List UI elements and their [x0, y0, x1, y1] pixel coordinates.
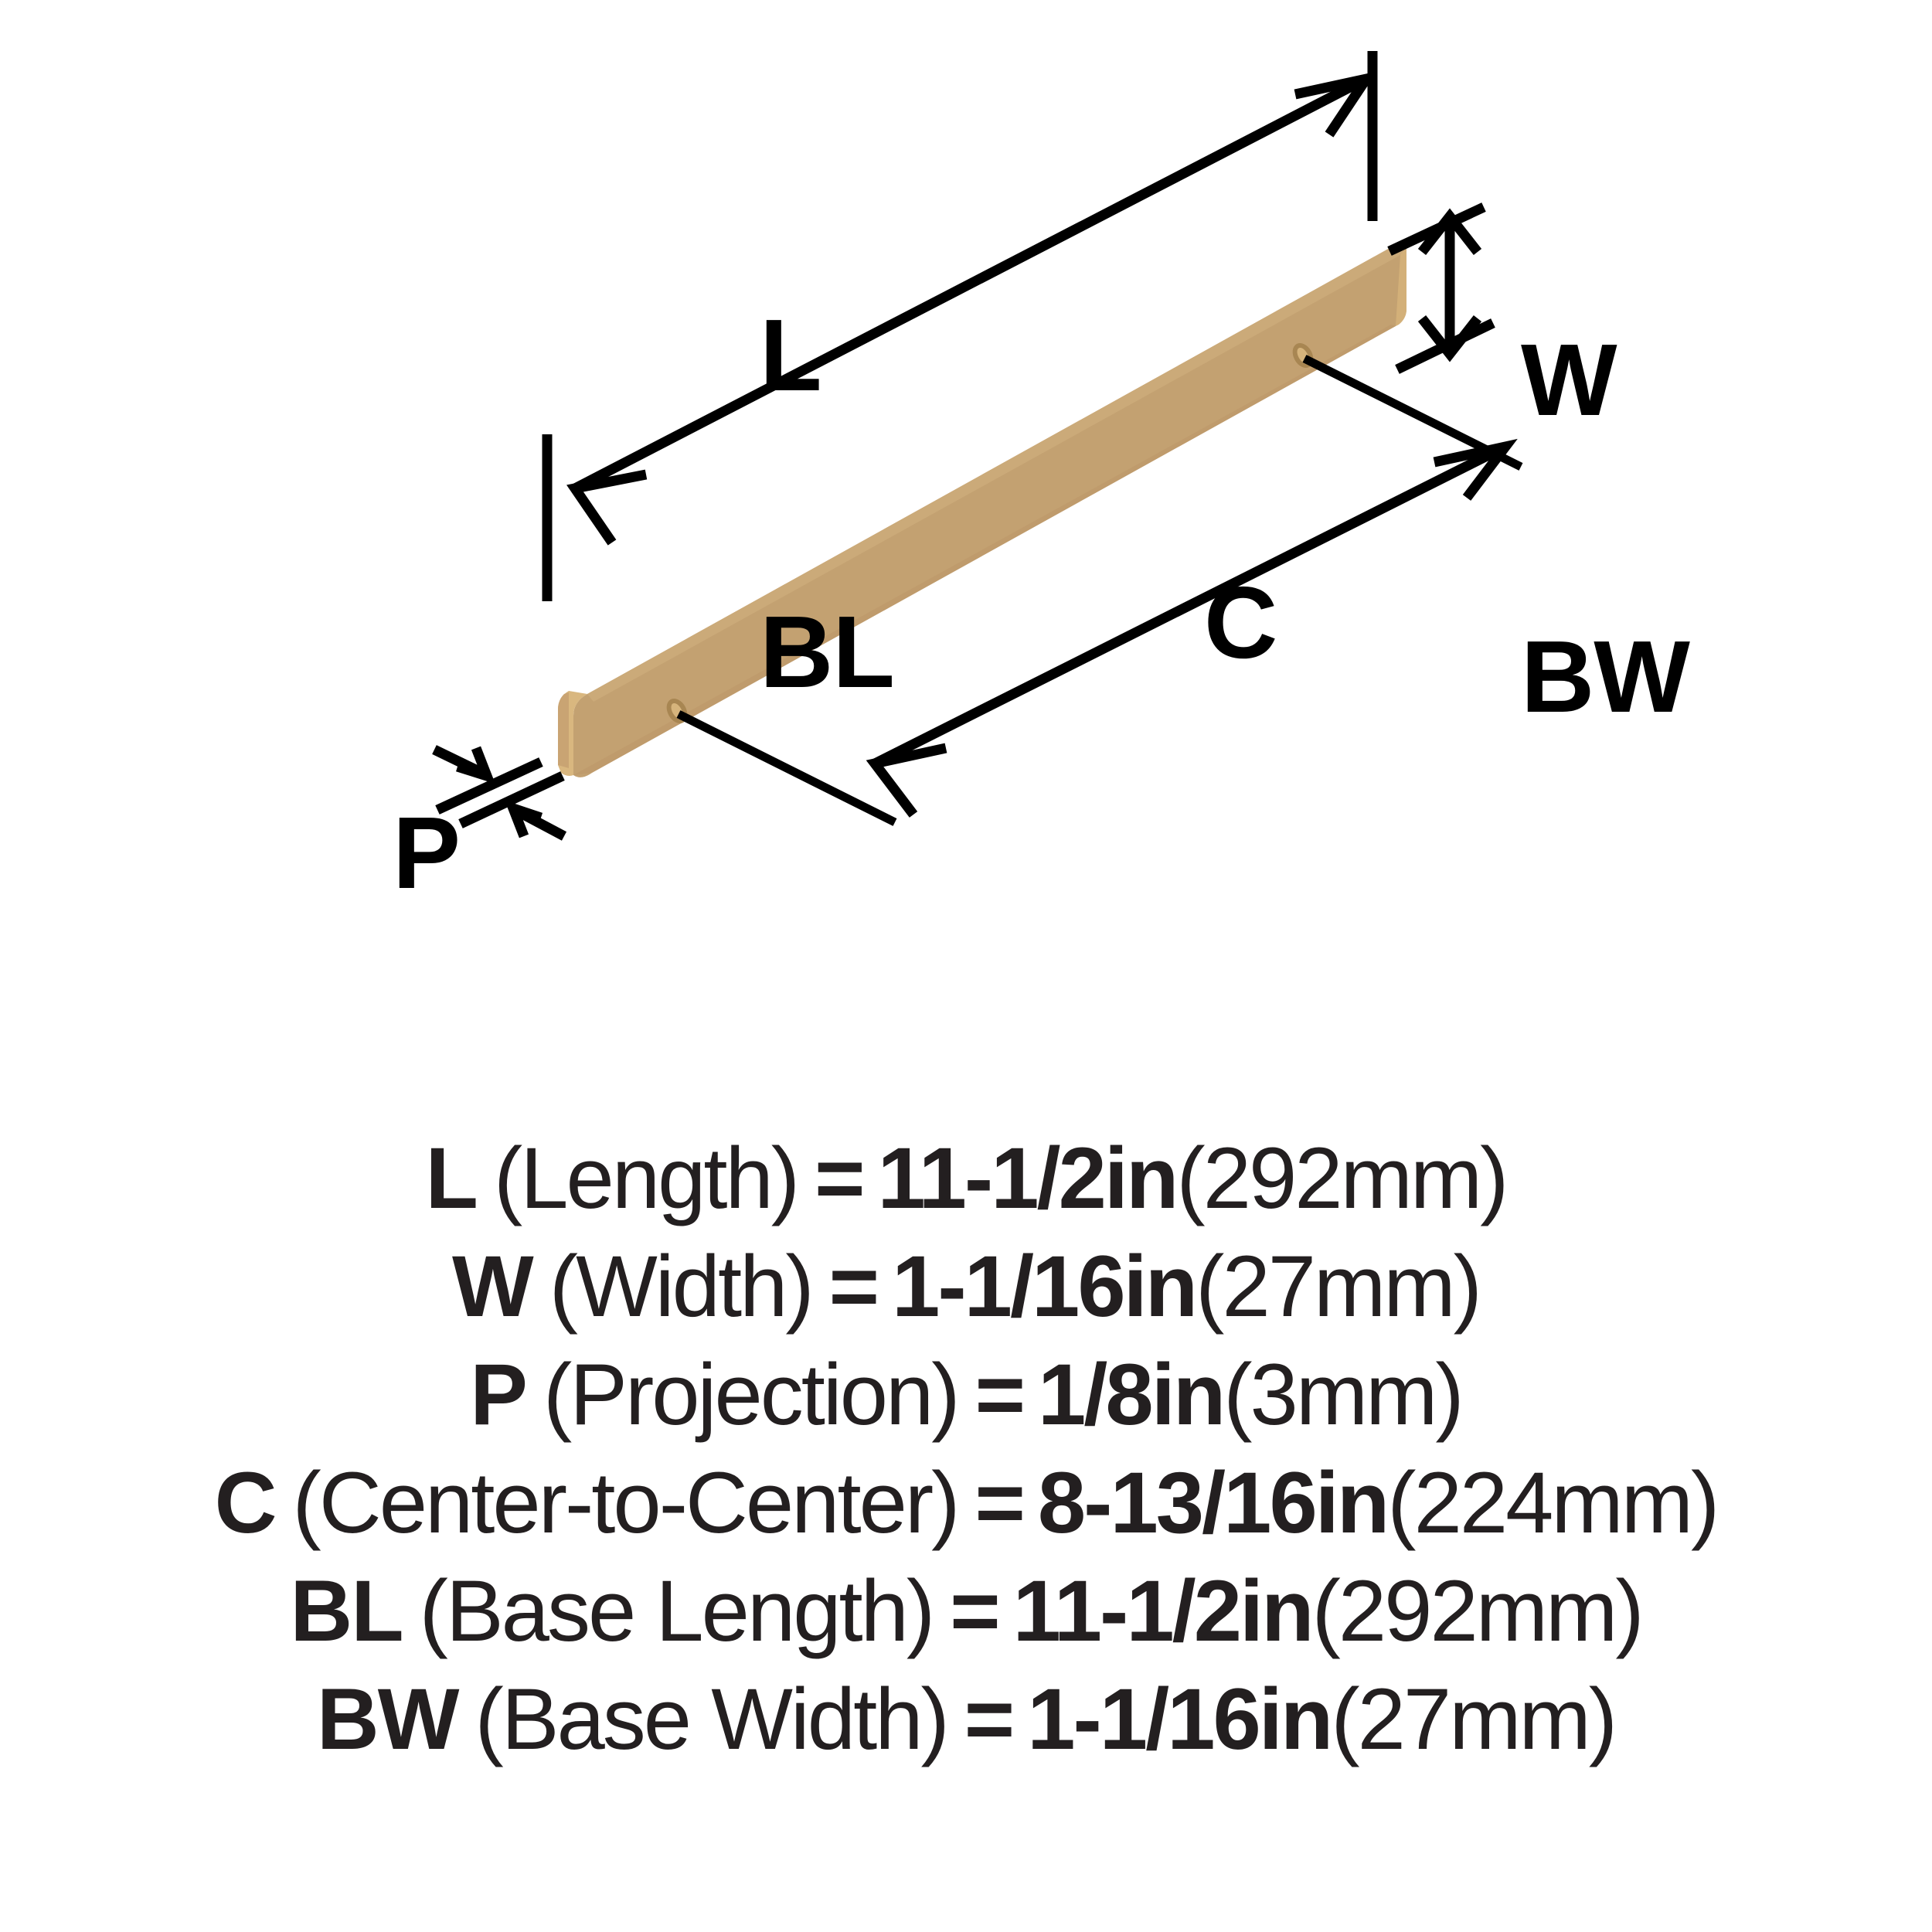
- label-length: L: [760, 298, 822, 413]
- legend-value-inches: 1-1/16in: [1027, 1671, 1333, 1767]
- legend-symbol: P: [470, 1346, 528, 1443]
- legend-description: (Base Width): [474, 1671, 950, 1767]
- projection-line-upper: [435, 757, 543, 815]
- legend-symbol: W: [452, 1238, 534, 1335]
- legend-row: L(Length)=11-1/2in(292mm): [425, 1124, 1509, 1233]
- label-center-to-center: C: [1204, 566, 1277, 679]
- legend-equals-sign: =: [964, 1671, 1015, 1767]
- legend-row: P(Projection)=1/8in(3mm): [470, 1341, 1464, 1449]
- legend-value-millimeters: (292mm): [1176, 1130, 1509, 1226]
- center-leader-left: [676, 710, 897, 826]
- legend-symbol: BW: [316, 1671, 460, 1767]
- projection-arrow-lower: [504, 800, 567, 841]
- legend-row: BW(Base Width)=1-1/16in(27mm): [316, 1665, 1617, 1774]
- label-base-length: BL: [760, 595, 895, 709]
- center-dimension-line: [872, 442, 1508, 768]
- legend-value-millimeters: (27mm): [1196, 1238, 1482, 1335]
- label-width: W: [1521, 323, 1617, 437]
- length-arrowhead-right: [1294, 71, 1378, 138]
- legend-equals-sign: =: [975, 1346, 1026, 1443]
- legend-value-millimeters: (27mm): [1331, 1671, 1617, 1767]
- width-arrowhead-top: [1417, 208, 1482, 256]
- dimension-legend: L(Length)=11-1/2in(292mm)W(Width)=1-1/16…: [0, 1124, 1932, 1774]
- label-length-baselength: L BL: [760, 108, 925, 900]
- width-dimension: [1387, 202, 1495, 374]
- bar-top-bevel: [587, 245, 1406, 702]
- legend-symbol: C: [214, 1454, 277, 1551]
- center-arrowhead-left: [866, 743, 947, 818]
- projection-line-lower: [458, 771, 565, 828]
- bar-bottom-edge: [573, 325, 1396, 775]
- legend-equals-sign: =: [950, 1563, 1000, 1659]
- legend-value-millimeters: (292mm): [1311, 1563, 1645, 1659]
- projection-arrow-upper: [432, 745, 495, 784]
- legend-row: W(Width)=1-1/16in(27mm): [452, 1233, 1482, 1341]
- legend-equals-sign: =: [815, 1130, 865, 1226]
- length-dimension: [542, 51, 1378, 601]
- legend-description: (Center-to-Center): [292, 1454, 961, 1551]
- legend-value-inches: 11-1/2in: [877, 1130, 1179, 1226]
- legend-row: C(Center-to-Center)=8-13/16in(224mm): [214, 1449, 1720, 1557]
- legend-description: (Length): [493, 1130, 800, 1226]
- center-arrowhead-right: [1433, 438, 1518, 501]
- bar-right-end-cap: [1396, 247, 1406, 326]
- legend-value-inches: 1-1/16in: [892, 1238, 1198, 1335]
- length-arrowhead-left: [566, 469, 648, 546]
- legend-equals-sign: =: [975, 1454, 1025, 1551]
- technical-drawing: L BL W BW C P: [393, 51, 1690, 924]
- legend-equals-sign: =: [828, 1238, 879, 1335]
- legend-symbol: BL: [290, 1563, 403, 1659]
- projection-dimension: [432, 745, 567, 841]
- label-base-width: BW: [1521, 620, 1690, 734]
- handle-bar-body: [558, 245, 1406, 777]
- center-to-center-dimension: [676, 355, 1523, 826]
- label-projection: P: [393, 796, 461, 910]
- legend-value-inches: 11-1/2in: [1012, 1563, 1315, 1659]
- bar-left-cap-shade: [558, 692, 569, 768]
- label-width-basewidth: W BW: [1521, 133, 1690, 924]
- legend-description: (Base Length): [419, 1563, 936, 1659]
- length-dimension-line: [573, 74, 1369, 493]
- legend-value-millimeters: (224mm): [1387, 1454, 1719, 1551]
- legend-value-inches: 1/8in: [1038, 1346, 1226, 1443]
- bar-front-face: [573, 245, 1406, 777]
- legend-description: (Width): [549, 1238, 815, 1335]
- width-arrowhead-bottom: [1417, 315, 1482, 362]
- legend-row: BL(Base Length)=11-1/2in(292mm): [290, 1557, 1645, 1665]
- legend-value-inches: 8-13/16in: [1037, 1454, 1389, 1551]
- legend-symbol: L: [425, 1130, 478, 1226]
- legend-value-millimeters: (3mm): [1223, 1346, 1464, 1443]
- legend-description: (Projection): [543, 1346, 961, 1443]
